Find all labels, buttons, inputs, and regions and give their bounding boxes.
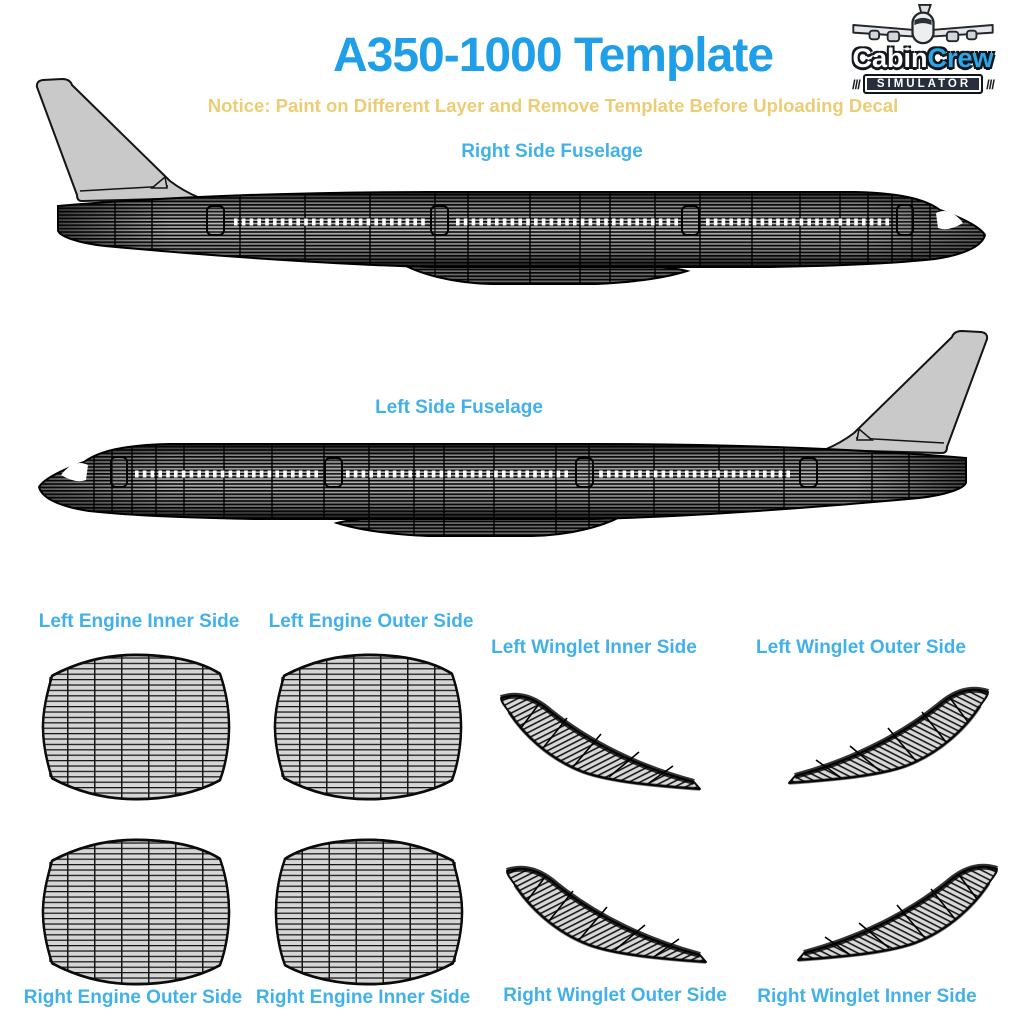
left-engine-inner-drawing [43, 655, 229, 799]
right-winglet-inner-drawing [798, 867, 997, 960]
label-right-winglet-outer: Right Winglet Outer Side [503, 985, 727, 1006]
left-fuselage-drawing [39, 331, 987, 544]
cabin-crew-simulator-logo: CabinCrew /// SIMULATOR /// [828, 4, 1018, 94]
right-winglet-outer-drawing [507, 869, 706, 962]
logo-word-crew: Crew [927, 43, 994, 73]
left-engine-outer-drawing [275, 655, 461, 799]
notice-text: Notice: Paint on Different Layer and Rem… [207, 95, 899, 116]
label-left-side-fuselage: Left Side Fuselage [375, 397, 543, 418]
label-right-side-fuselage: Right Side Fuselage [461, 141, 643, 162]
label-left-winglet-outer: Left Winglet Outer Side [756, 637, 966, 658]
left-winglet-inner-drawing [501, 696, 700, 789]
label-left-engine-outer: Left Engine Outer Side [268, 611, 474, 632]
logo-word-cabin: Cabin [852, 43, 928, 73]
right-engine-outer-drawing [43, 840, 229, 984]
page-title: A350-1000 Template [332, 29, 774, 82]
label-right-winglet-inner: Right Winglet Inner Side [757, 986, 977, 1007]
right-engine-inner-drawing [276, 840, 462, 984]
airplane-front-icon [852, 4, 994, 45]
label-left-engine-inner: Left Engine Inner Side [38, 611, 240, 632]
left-winglet-outer-drawing [789, 690, 988, 783]
logo-banner: SIMULATOR [862, 74, 984, 94]
label-right-engine-outer: Right Engine Outer Side [23, 987, 243, 1008]
label-right-engine-inner: Right Engine Inner Side [255, 987, 471, 1008]
logo-flank-right: /// [986, 76, 995, 92]
label-left-winglet-inner: Left Winglet Inner Side [491, 637, 697, 658]
logo-flank-left: /// [852, 76, 861, 92]
logo-wordmark: CabinCrew [828, 45, 1018, 72]
